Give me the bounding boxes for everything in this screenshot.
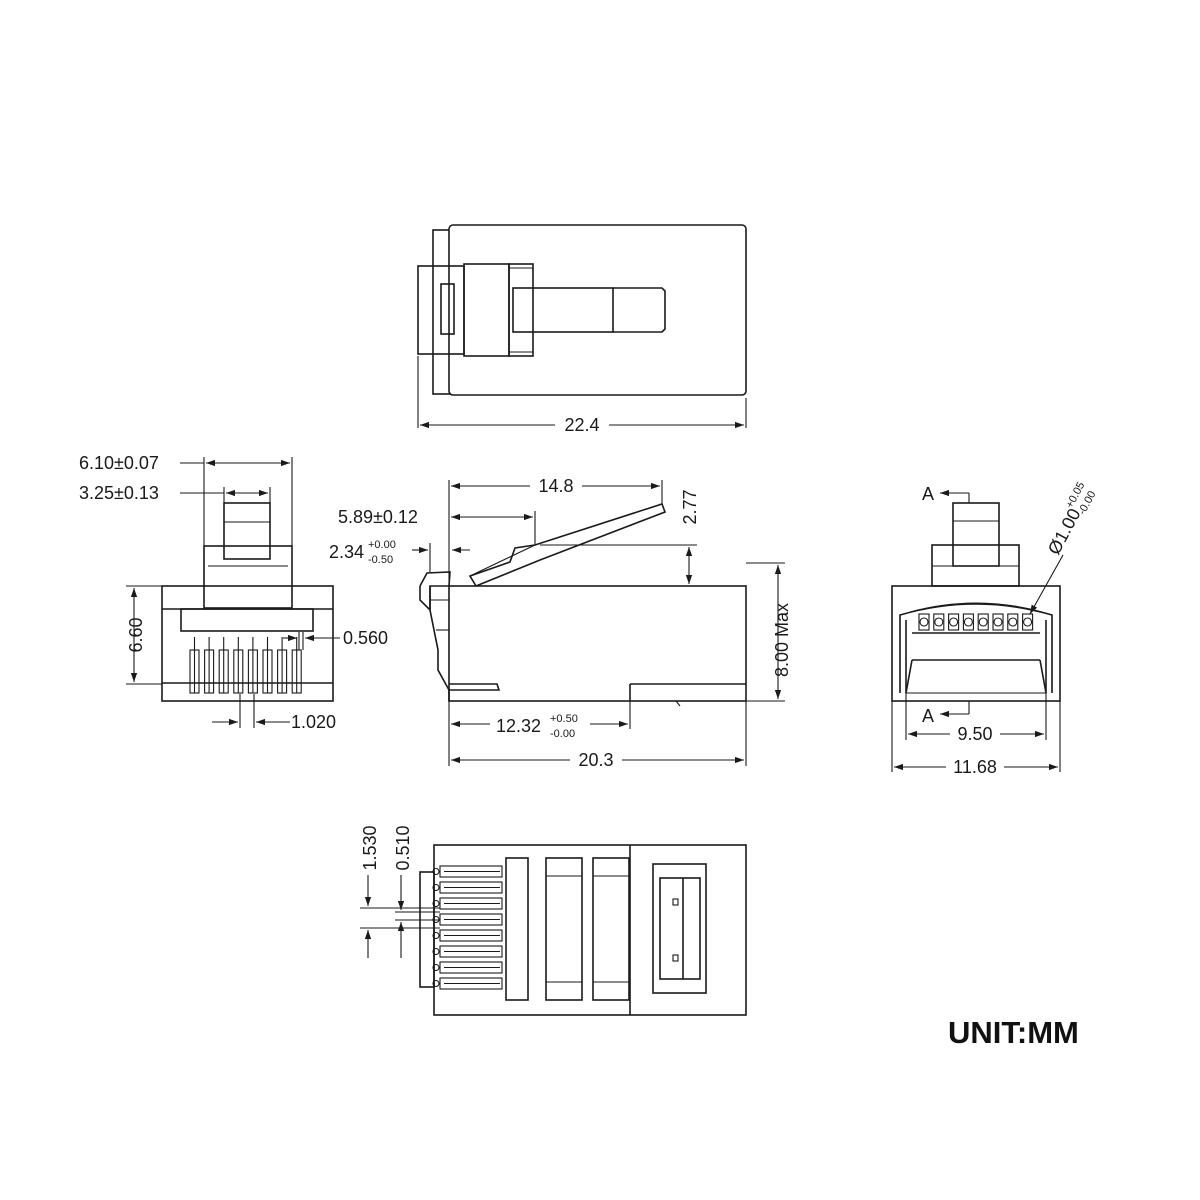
end-contact-slot (933, 613, 945, 631)
contact-pitch-dim: 1.530 (360, 825, 380, 870)
end-contact-slot (918, 613, 930, 631)
front-pin-pitch-dim: 1.020 (291, 712, 336, 732)
bottom-contact-strip (439, 945, 503, 958)
contact-length-tol-upper: +0.50 (550, 713, 578, 725)
end-contact-pin (993, 617, 1003, 627)
latch-thickness-tol-lower: -0.50 (368, 554, 393, 566)
latch-height-dim: 2.77 (680, 489, 700, 524)
unit-label: UNIT:MM (948, 1015, 1079, 1050)
end-contact-pin (963, 617, 973, 627)
end-inner-width-dim: 9.50 (957, 724, 992, 744)
bottom-contact-tip (432, 883, 440, 892)
front-view: 6.10±0.07 3.25±0.13 6.60 0.560 1.020 (79, 453, 388, 732)
bottom-contact-strip (439, 977, 503, 990)
end-outer-width-dim: 11.68 (953, 757, 997, 777)
bottom-contact-tip (432, 963, 440, 972)
top-length-dim: 22.4 (564, 415, 599, 435)
top-view: 22.4 (417, 224, 747, 435)
bottom-contact-strip (439, 929, 503, 942)
latch-thickness-tol-upper: +0.00 (368, 539, 396, 551)
end-contact-slot (1007, 613, 1019, 631)
end-contact-slot (962, 613, 974, 631)
end-contact-pin (934, 617, 944, 627)
latch-offset-dim: 5.89±0.12 (338, 507, 418, 527)
bottom-contact-tip (432, 899, 440, 908)
end-contact-slot (992, 613, 1004, 631)
bottom-contact-strip (439, 881, 503, 894)
bottom-contact-tip (432, 947, 440, 956)
end-contact-pin (1008, 617, 1018, 627)
bottom-contact-strip (439, 865, 503, 878)
bottom-contacts (432, 865, 503, 990)
contact-gap-dim: 0.510 (393, 825, 413, 870)
bottom-view: 1.530 0.510 (360, 825, 747, 1016)
total-length-dim: 20.3 (578, 750, 613, 770)
end-contact-pin (1023, 617, 1033, 627)
bottom-contact-strip (439, 897, 503, 910)
section-label-bottom: A (922, 706, 934, 726)
section-label-top: A (922, 484, 934, 504)
front-pin-width-dim: 0.560 (343, 628, 388, 648)
bottom-contact-tip (432, 931, 440, 940)
body-height-dim: 8.00 Max (772, 603, 792, 677)
end-contact-slot (1022, 613, 1034, 631)
front-height-dim: 6.60 (126, 617, 146, 652)
end-contact-slot (977, 613, 989, 631)
contact-length-dim: 12.32 (496, 716, 541, 736)
end-contacts (918, 613, 1034, 631)
end-view: A A Ø1.00 +0.05 -0.00 9.50 11.68 (891, 480, 1098, 777)
end-contact-pin (978, 617, 988, 627)
latch-thickness-dim: 2.34 (329, 542, 364, 562)
side-view: 14.8 5.89±0.12 2.34 +0.00 -0.50 2.77 8.0… (329, 476, 792, 770)
front-inner-width-dim: 3.25±0.13 (79, 483, 159, 503)
end-contact-pin (919, 617, 929, 627)
contact-length-tol-lower: -0.00 (550, 728, 575, 740)
latch-length-dim: 14.8 (538, 476, 573, 496)
bottom-contact-tip (432, 979, 440, 988)
front-contacts (189, 637, 302, 694)
end-contact-slot (948, 613, 960, 631)
bottom-contact-tip (432, 867, 440, 876)
end-contact-pin (949, 617, 959, 627)
front-outer-width-dim: 6.10±0.07 (79, 453, 159, 473)
bottom-contact-strip (439, 961, 503, 974)
